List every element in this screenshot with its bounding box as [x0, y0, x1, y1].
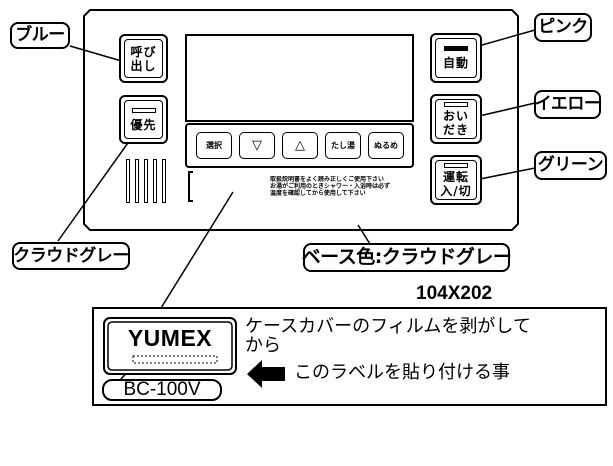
- led-indicator: [444, 101, 468, 107]
- led-indicator: [131, 107, 156, 113]
- notice-line: お湯がご利用のときシャワー・入浴時は必ず: [270, 183, 391, 190]
- instruction-line-2: から: [245, 335, 281, 356]
- select-button[interactable]: 選択: [196, 132, 232, 159]
- down-button[interactable]: ▽: [239, 132, 275, 159]
- speaker-vent: [135, 159, 139, 203]
- leader-cloudgray: [57, 132, 136, 242]
- yumex-plate-outer: [103, 317, 237, 375]
- reheat-button-label-2: だき: [442, 122, 469, 137]
- model-badge: BC-100V: [102, 379, 222, 401]
- callout-cloud-gray: クラウドグレー: [12, 242, 130, 270]
- callout-yellow: イエロー: [534, 90, 601, 119]
- notice-line: 温度を確認してから使用して下さい: [270, 190, 366, 197]
- power-button-label-1: 運転: [442, 169, 469, 184]
- callout-base-color: ベース色:クラウドグレー: [302, 243, 512, 272]
- speaker-vent: [126, 159, 130, 203]
- priority-button[interactable]: 優先: [119, 95, 168, 144]
- brand-logo: YUMEX: [127, 325, 213, 351]
- up-triangle-icon: △: [295, 138, 305, 153]
- instruction-line-1: ケースカバーのフィルムを剥がして: [245, 316, 531, 337]
- notice-line: 取扱説明書をよく読み正しくご使用下さい: [270, 176, 385, 183]
- lukewarm-button-label: ぬるめ: [374, 141, 398, 150]
- power-button[interactable]: 運転 入/切: [430, 155, 482, 205]
- display-screen: [185, 34, 414, 122]
- leader-green: [474, 167, 536, 181]
- device-notice: 取扱説明書をよく読み正しくご使用下さい お湯がご利用のときシャワー・入浴時は必ず…: [270, 176, 412, 197]
- reheat-button[interactable]: おい だき: [430, 94, 482, 144]
- label-panel-frame: [92, 307, 607, 406]
- reheat-button-label-1: おい: [442, 108, 469, 123]
- led-indicator: [444, 46, 468, 51]
- leader-yellow: [474, 102, 536, 118]
- callout-blue: ブルー: [10, 22, 70, 49]
- speaker-vent: [162, 159, 166, 203]
- call-button[interactable]: 呼び 出し: [119, 34, 168, 83]
- instruction-line-3: このラベルを貼り付ける事: [294, 362, 510, 383]
- yumex-subtext-box: [132, 355, 218, 364]
- dimensions-label: 104X202: [416, 283, 493, 304]
- call-button-label-1: 呼び: [130, 44, 157, 59]
- speaker-vent: [153, 159, 157, 203]
- power-button-label-2: 入/切: [440, 183, 472, 198]
- priority-button-label: 優先: [130, 117, 157, 132]
- add-water-button[interactable]: たし湯: [325, 132, 361, 159]
- callout-pink: ピンク: [534, 13, 592, 42]
- leader-blue: [69, 45, 126, 63]
- call-button-label-2: 出し: [130, 58, 157, 73]
- auto-button[interactable]: 自動: [430, 33, 482, 83]
- bottom-button-row: 選択 ▽ △ たし湯 ぬるめ: [186, 124, 413, 167]
- select-button-label: 選択: [206, 141, 222, 150]
- left-arrow-icon: [247, 360, 285, 388]
- auto-button-label: 自動: [442, 56, 469, 70]
- leader-pink: [474, 29, 536, 48]
- lukewarm-button[interactable]: ぬるめ: [368, 132, 404, 159]
- add-water-button-label: たし湯: [331, 141, 355, 150]
- led-indicator: [444, 162, 468, 168]
- up-button[interactable]: △: [282, 132, 318, 159]
- speaker-vent: [144, 159, 148, 203]
- leader-base: [357, 224, 371, 245]
- bracket-mark: [188, 171, 193, 202]
- down-triangle-icon: ▽: [252, 138, 262, 153]
- callout-green: グリーン: [534, 151, 607, 180]
- yumex-plate-inner: [107, 321, 233, 371]
- leader-label: [160, 191, 234, 309]
